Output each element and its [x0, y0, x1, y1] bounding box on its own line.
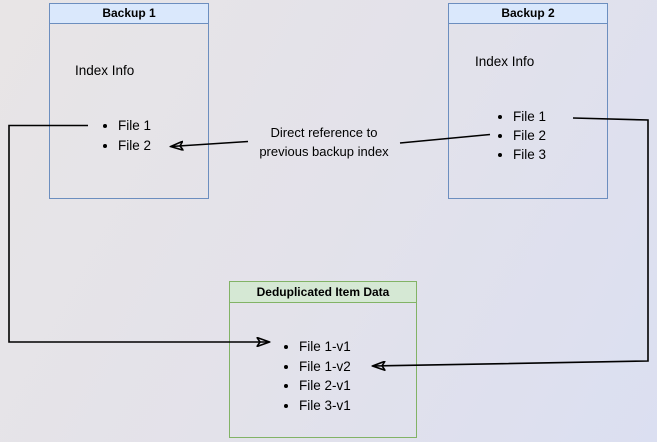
backup1-index-info-label: Index Info	[75, 63, 135, 78]
backup2-title: Backup 2	[449, 4, 607, 24]
list-item: File 1-v1	[299, 337, 351, 357]
list-item: File 1	[513, 107, 546, 126]
backup1-title: Backup 1	[50, 4, 208, 24]
list-item: File 1-v2	[299, 357, 351, 377]
list-item: File 3	[513, 145, 546, 164]
backup2-box: Backup 2	[448, 3, 608, 199]
backup2-index-info-label: Index Info	[475, 54, 535, 69]
list-item: File 1	[118, 116, 151, 136]
backup1-file-list: File 1 File 2	[101, 116, 151, 156]
backup2-file-list: File 1 File 2 File 3	[496, 107, 546, 164]
list-item: File 2	[118, 136, 151, 156]
dedup-file-list: File 1-v1 File 1-v2 File 2-v1 File 3-v1	[282, 337, 351, 415]
list-item: File 3-v1	[299, 396, 351, 416]
dedup-title: Deduplicated Item Data	[230, 282, 416, 303]
annotation-line2: previous backup index	[259, 143, 389, 159]
backup1-box: Backup 1	[49, 3, 209, 199]
reference-annotation: Direct reference to previous backup inde…	[234, 124, 414, 161]
list-item: File 2-v1	[299, 376, 351, 396]
list-item: File 2	[513, 126, 546, 145]
annotation-line1: Direct reference to	[270, 125, 378, 140]
dedup-box: Deduplicated Item Data	[229, 281, 417, 438]
